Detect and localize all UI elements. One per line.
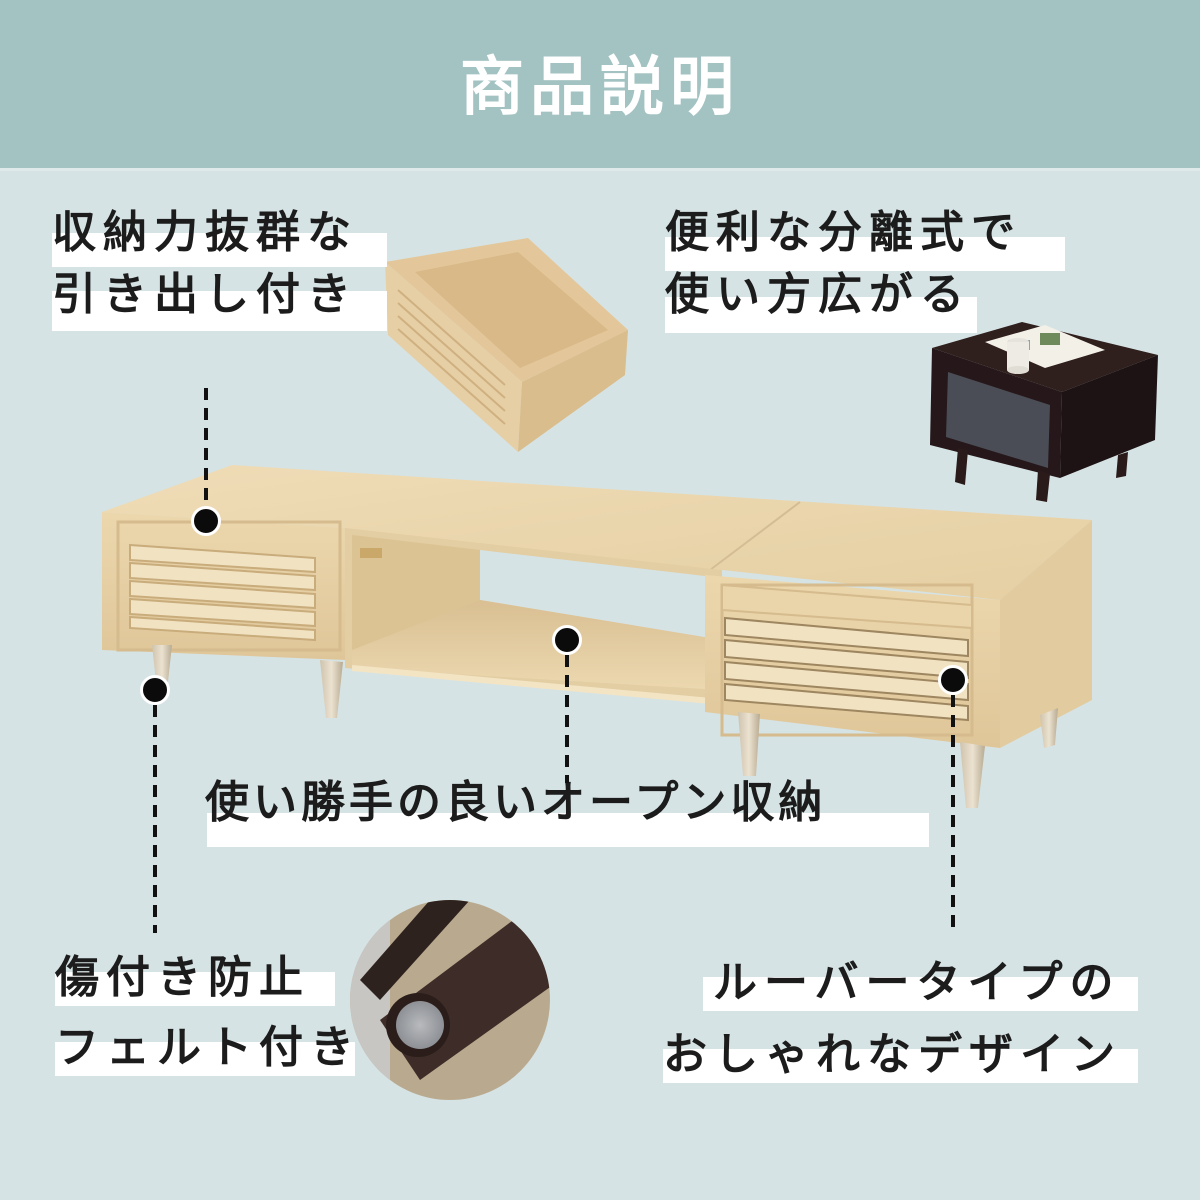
callout-line-drawer — [204, 388, 208, 510]
callout-line-louver — [951, 695, 955, 935]
caption-highlight — [665, 237, 1065, 271]
tv-board-image — [102, 465, 1092, 808]
header-divider — [0, 168, 1200, 171]
caption-highlight — [665, 297, 977, 333]
section-header: 商品説明 — [0, 0, 1200, 168]
callout-line-open-storage — [565, 655, 569, 783]
caption-highlight — [207, 813, 929, 847]
side-table-image — [930, 322, 1158, 502]
callout-dot-drawer — [191, 506, 221, 536]
drawer-image — [385, 238, 628, 452]
feature-drawer-line-1: 収納力抜群な — [52, 207, 358, 258]
felt-pad-closeup-image — [350, 900, 550, 1100]
feature-open-storage-line-1: 使い勝手の良いオープン収納 — [205, 777, 827, 828]
feature-louver-line-1: ルーバータイプの — [713, 957, 1121, 1008]
caption-highlight — [703, 977, 1138, 1011]
caption-highlight — [663, 1049, 1138, 1083]
feature-separable-line-2: 使い方広がる — [665, 269, 971, 320]
feature-louver-line-2: おしゃれなデザイン — [663, 1029, 1122, 1080]
feature-felt-line-1: 傷付き防止 — [55, 952, 310, 1003]
caption-highlight — [55, 1042, 355, 1076]
caption-highlight — [52, 233, 387, 267]
callout-line-felt — [153, 705, 157, 933]
feature-separable-line-1: 便利な分離式で — [665, 207, 1022, 258]
callout-dot-louver — [938, 665, 968, 695]
feature-drawer-line-2: 引き出し付き — [52, 269, 358, 320]
feature-felt-line-2: フェルト付き — [55, 1022, 361, 1073]
callout-dot-felt — [140, 675, 170, 705]
caption-highlight — [55, 972, 335, 1006]
callout-dot-open-storage — [552, 625, 582, 655]
section-title: 商品説明 — [460, 51, 740, 125]
caption-highlight — [52, 291, 387, 331]
